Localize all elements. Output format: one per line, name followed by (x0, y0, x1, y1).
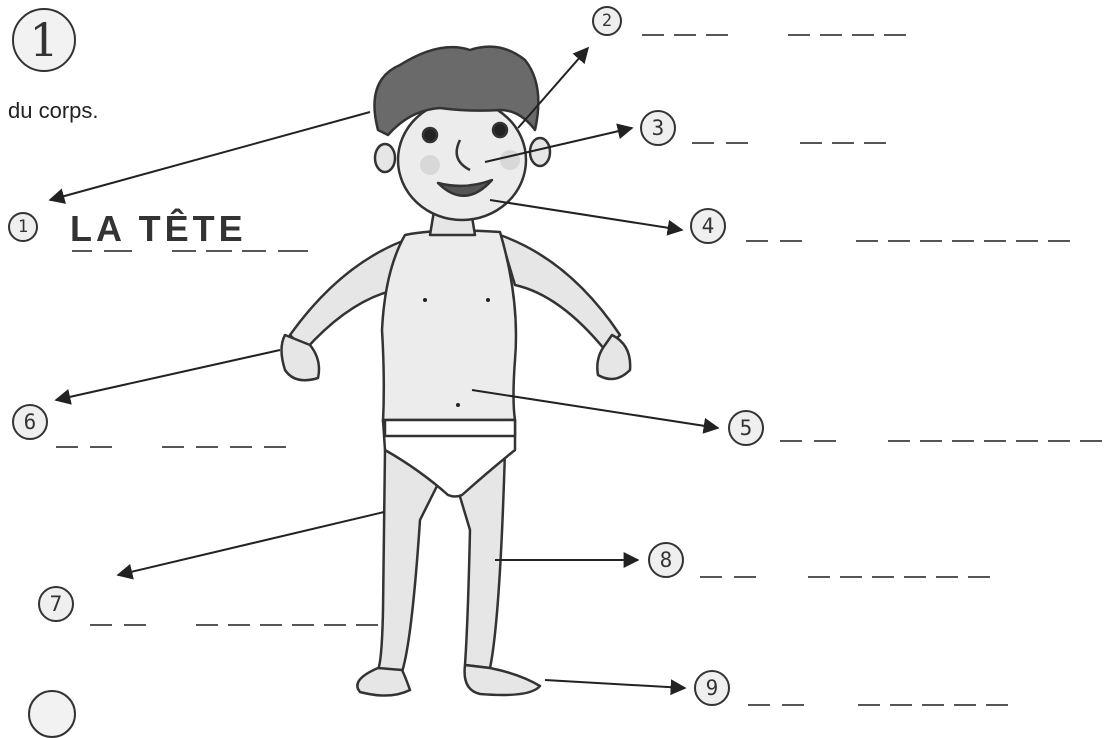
blank[interactable] (700, 576, 722, 578)
blank[interactable] (852, 34, 874, 36)
blank[interactable] (1048, 240, 1070, 242)
blank[interactable] (884, 34, 906, 36)
blank[interactable] (292, 624, 314, 626)
blank[interactable] (814, 440, 836, 442)
label-number-6: 6 (12, 404, 48, 440)
blank[interactable] (952, 240, 974, 242)
blank[interactable] (264, 446, 286, 448)
label-number-7: 7 (38, 586, 74, 622)
arrow-7 (118, 512, 384, 575)
blank[interactable] (196, 624, 218, 626)
label-number-5: 5 (728, 410, 764, 446)
blank[interactable] (162, 446, 184, 448)
blank[interactable] (832, 142, 854, 144)
blank[interactable] (820, 34, 842, 36)
label-number-8: 8 (648, 542, 684, 578)
arrow-6 (56, 350, 280, 400)
blank[interactable] (788, 34, 810, 36)
blank[interactable] (356, 624, 378, 626)
blank[interactable] (230, 446, 252, 448)
blank[interactable] (920, 440, 942, 442)
blank[interactable] (952, 440, 974, 442)
arrow-4 (490, 200, 682, 230)
blank[interactable] (1016, 440, 1038, 442)
blank[interactable] (726, 142, 748, 144)
blank[interactable] (734, 576, 756, 578)
blank[interactable] (888, 440, 910, 442)
blank[interactable] (90, 624, 112, 626)
blank[interactable] (642, 34, 664, 36)
arrow-1 (50, 112, 370, 200)
blank[interactable] (124, 624, 146, 626)
blank[interactable] (780, 240, 802, 242)
blank[interactable] (324, 624, 346, 626)
label-number-3: 3 (640, 110, 676, 146)
blank[interactable] (228, 624, 250, 626)
boy-illustration (282, 47, 631, 696)
blank (72, 250, 92, 252)
blank[interactable] (1080, 440, 1102, 442)
blank[interactable] (1048, 440, 1070, 442)
label-number-9: 9 (694, 670, 730, 706)
blank[interactable] (706, 34, 728, 36)
label-number-2: 2 (592, 6, 622, 36)
blank (278, 250, 308, 252)
blank[interactable] (808, 576, 830, 578)
blank[interactable] (888, 240, 910, 242)
blank[interactable] (782, 704, 804, 706)
blank[interactable] (858, 704, 880, 706)
blank[interactable] (674, 34, 696, 36)
label-number-4: 4 (690, 208, 726, 244)
answer-1: LA TÊTE (70, 208, 247, 250)
blank[interactable] (196, 446, 218, 448)
blank[interactable] (746, 240, 768, 242)
blank[interactable] (954, 704, 976, 706)
label-number-1: 1 (8, 212, 38, 242)
blank[interactable] (986, 704, 1008, 706)
blank[interactable] (1016, 240, 1038, 242)
blank[interactable] (984, 440, 1006, 442)
blank[interactable] (260, 624, 282, 626)
blank[interactable] (936, 576, 958, 578)
next-exercise-badge (28, 690, 76, 738)
blank[interactable] (968, 576, 990, 578)
blank (172, 250, 196, 252)
body-diagram (0, 0, 1113, 709)
blank[interactable] (922, 704, 944, 706)
blank[interactable] (748, 704, 770, 706)
blank[interactable] (780, 440, 802, 442)
blank[interactable] (692, 142, 714, 144)
blank[interactable] (904, 576, 926, 578)
blank[interactable] (984, 240, 1006, 242)
blank (104, 250, 132, 252)
blank[interactable] (872, 576, 894, 578)
blank[interactable] (920, 240, 942, 242)
arrow-9 (545, 680, 685, 688)
blank[interactable] (840, 576, 862, 578)
blank[interactable] (856, 240, 878, 242)
blank[interactable] (800, 142, 822, 144)
blank[interactable] (864, 142, 886, 144)
blank (242, 250, 266, 252)
blank[interactable] (90, 446, 112, 448)
blank[interactable] (890, 704, 912, 706)
blank (206, 250, 232, 252)
blank[interactable] (56, 446, 78, 448)
